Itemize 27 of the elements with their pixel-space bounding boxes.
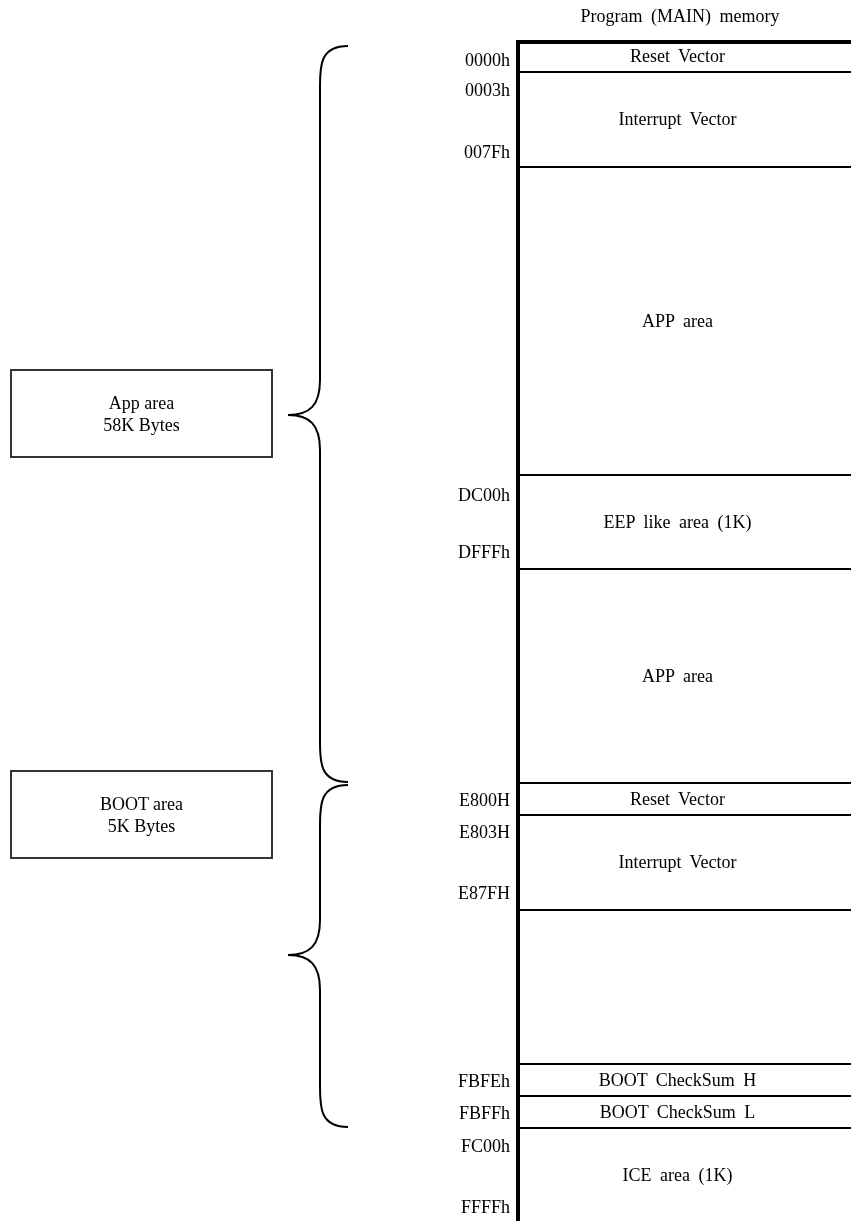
region-label: EEP like area (1K) [602, 511, 753, 533]
region-label: APP area [641, 665, 714, 687]
area-label: App area 58K Bytes [102, 391, 181, 436]
region-label: Reset Vector [628, 788, 727, 810]
region-label: ICE area (1K) [621, 1164, 734, 1186]
memory-title: Program (MAIN) memory [579, 6, 781, 27]
address-label: E800H [458, 790, 510, 811]
area-box [10, 369, 273, 458]
region-label: Interrupt Vector [617, 852, 738, 873]
address-label: FFFFh [459, 1197, 510, 1218]
region-label: BOOT CheckSum L [598, 1101, 757, 1123]
address-label: E87FH [457, 883, 510, 904]
address-label: DC00h [457, 485, 510, 506]
address-label: FBFEh [456, 1071, 510, 1092]
address-label: FBFFh [457, 1103, 510, 1124]
address-label: 0000h [464, 50, 510, 71]
area-label: BOOT area 5K Bytes [98, 792, 185, 837]
address-label: DFFFh [456, 542, 510, 563]
address-label: FC00h [459, 1136, 510, 1157]
area-box [10, 770, 273, 859]
address-label: E803H [458, 822, 510, 843]
region-label: APP area [641, 310, 714, 332]
address-label: 0003h [464, 80, 510, 101]
address-label: 007Fh [463, 142, 510, 163]
region-label: BOOT CheckSum H [597, 1069, 758, 1091]
region-label: Interrupt Vector [617, 109, 738, 130]
region-label: Reset Vector [628, 46, 727, 67]
